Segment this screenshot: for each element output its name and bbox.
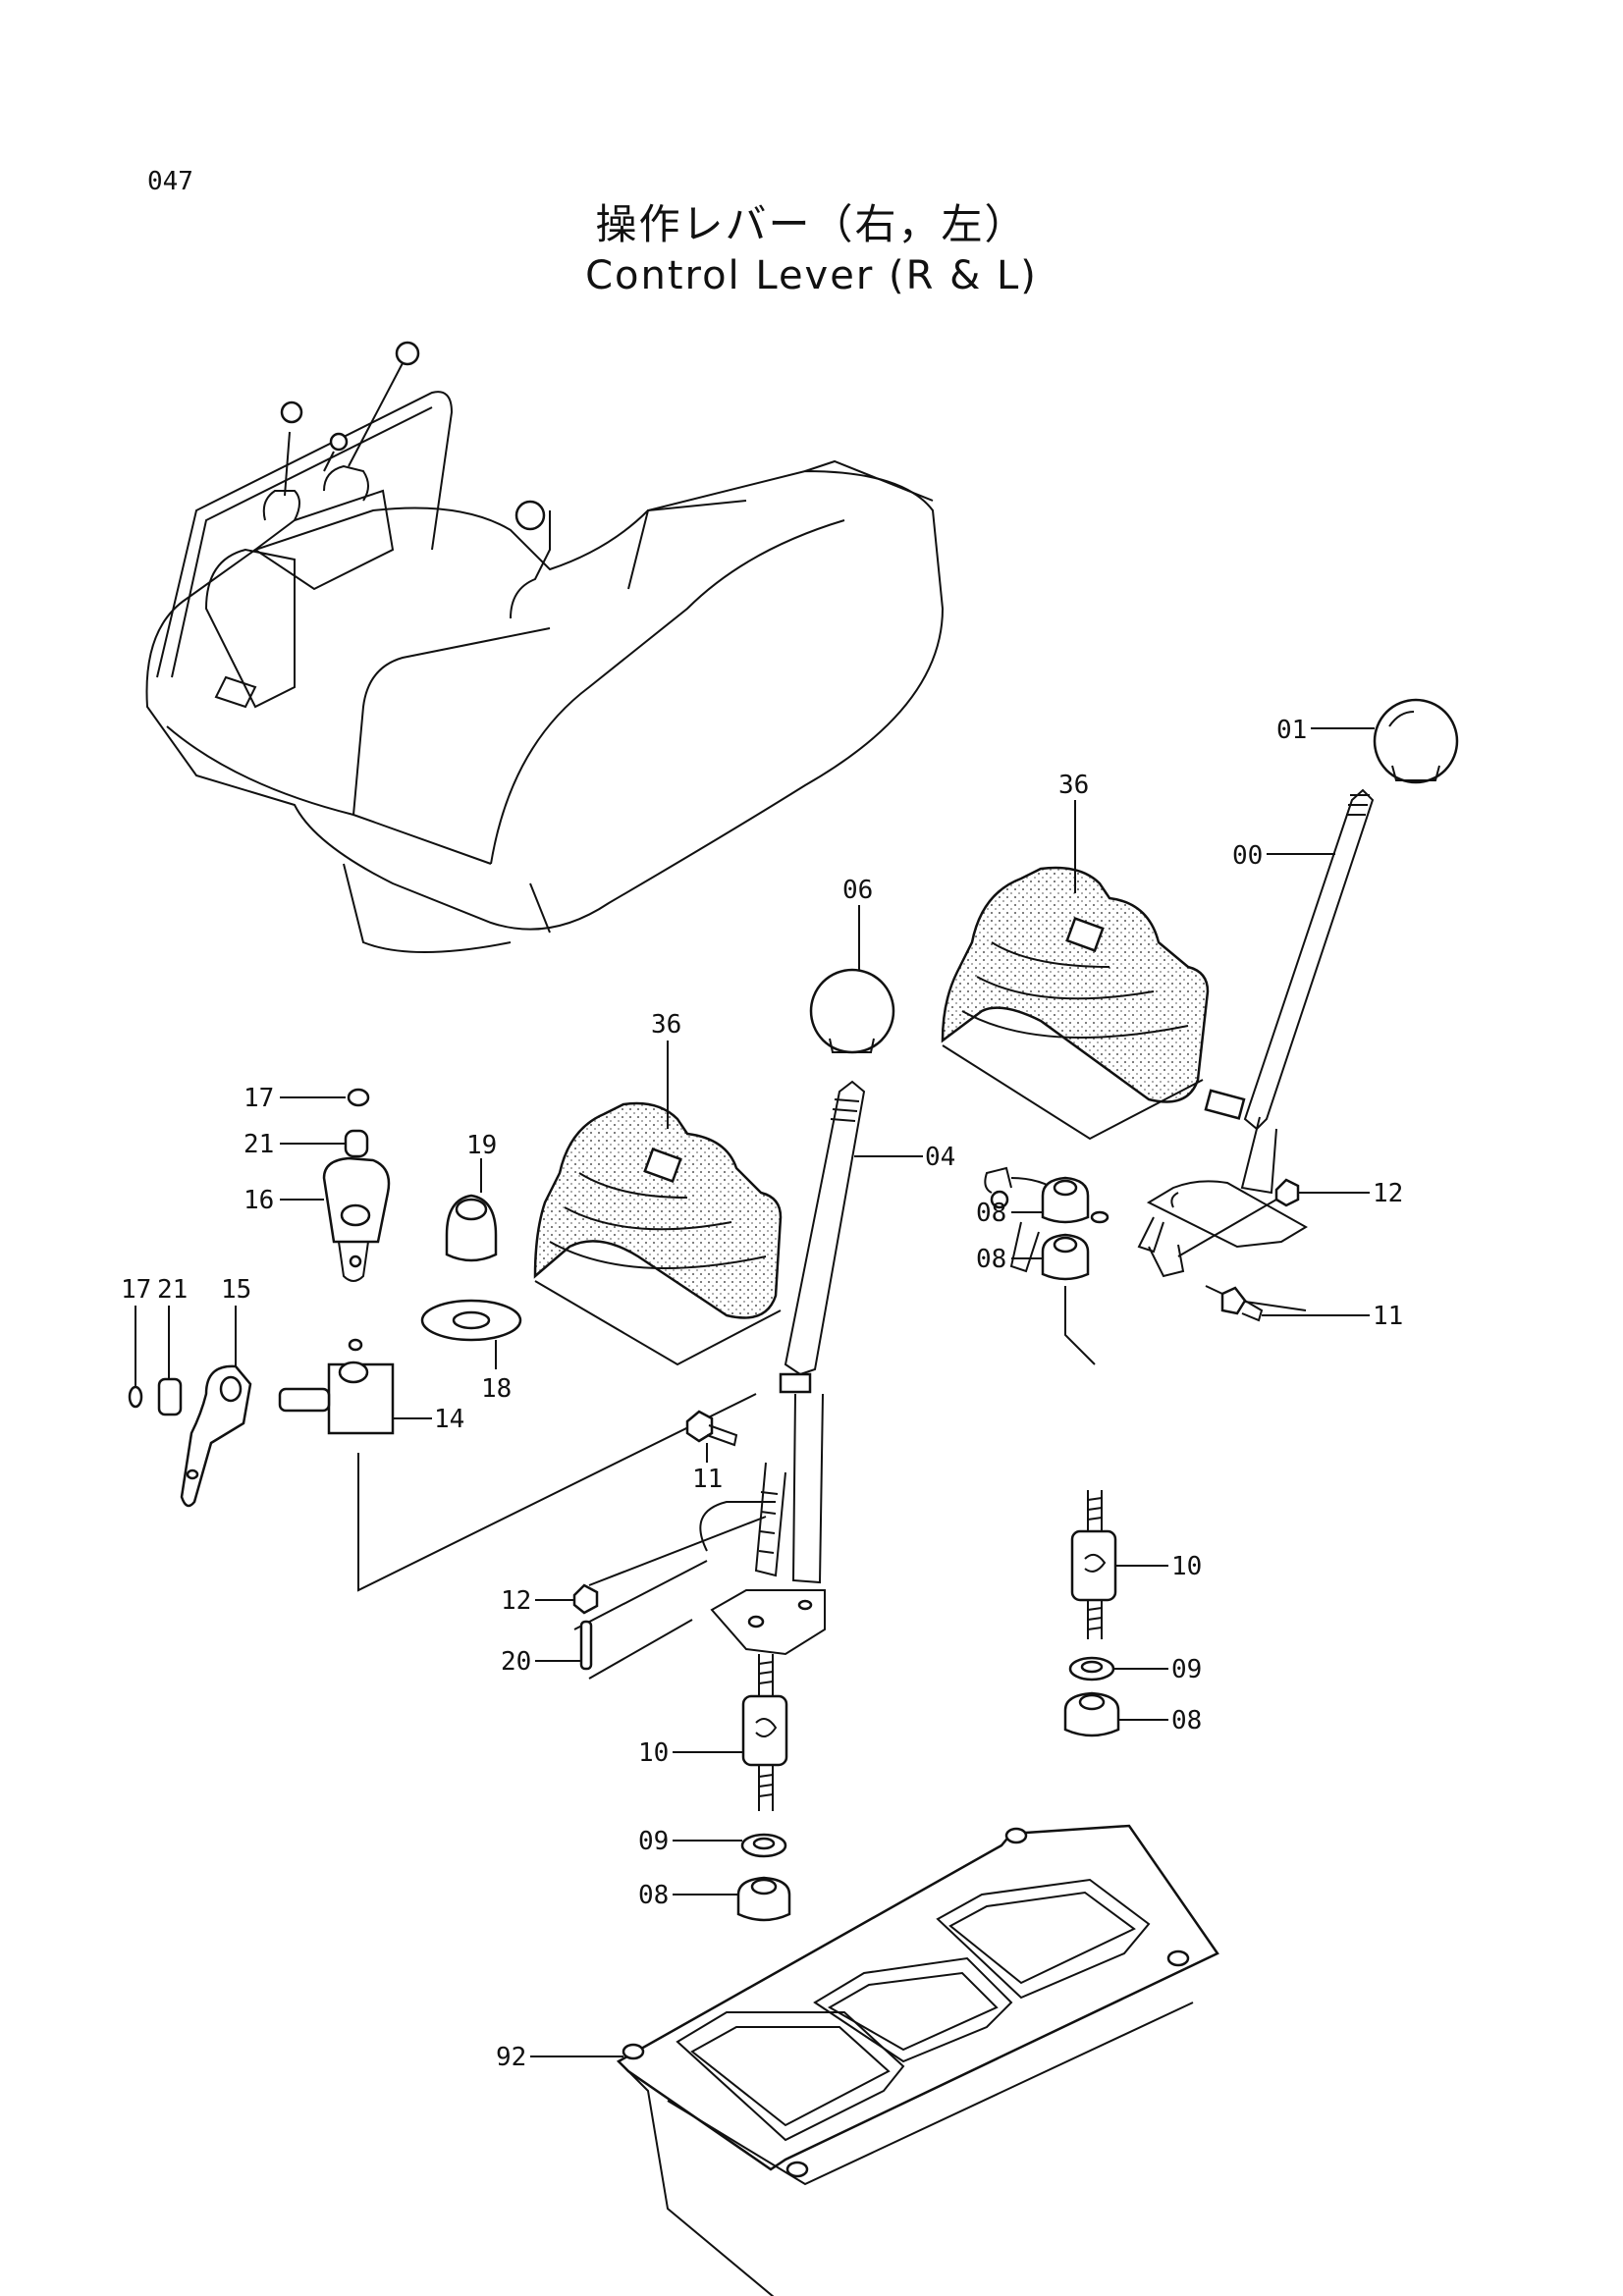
page-number: 047 xyxy=(147,167,193,196)
cover-plate-92 xyxy=(616,1824,1219,2296)
callout-19: 19 xyxy=(466,1131,497,1160)
callout-15: 15 xyxy=(221,1275,251,1305)
callout-11-left: 11 xyxy=(692,1465,723,1494)
callout-10-right: 10 xyxy=(1171,1552,1202,1581)
parts-left-cluster xyxy=(128,1088,757,1630)
callout-08-right: 08 xyxy=(1171,1706,1202,1735)
callout-09-right: 09 xyxy=(1171,1655,1202,1684)
nut-08-right xyxy=(1063,1691,1120,1737)
callout-36-right: 36 xyxy=(1058,771,1089,800)
callout-labels: 01 00 36 06 36 04 17 21 19 16 17 21 15 1… xyxy=(121,716,1403,2072)
parts-left-lower xyxy=(572,1410,767,1680)
knob-01 xyxy=(1373,698,1459,784)
callout-08-upper2: 08 xyxy=(976,1245,1006,1274)
callout-36-left: 36 xyxy=(651,1010,681,1040)
washer-09-right xyxy=(1068,1656,1115,1682)
joint-10-left xyxy=(741,1654,788,1811)
callout-92: 92 xyxy=(496,2043,526,2072)
parts-right-cluster xyxy=(1041,1176,1307,1365)
joint-10-right xyxy=(1070,1490,1117,1639)
callout-09-left: 09 xyxy=(638,1827,669,1856)
callout-12-right: 12 xyxy=(1373,1179,1403,1208)
nut-08-left xyxy=(736,1876,791,1922)
callout-14: 14 xyxy=(434,1405,464,1434)
lever-04 xyxy=(699,1080,866,1656)
lever-00 xyxy=(984,788,1375,1278)
washer-09-left xyxy=(740,1833,787,1858)
boot-36-right xyxy=(941,866,1210,1141)
callout-10-left: 10 xyxy=(638,1738,669,1768)
callout-08-upper1: 08 xyxy=(976,1199,1006,1228)
knob-06 xyxy=(809,968,895,1054)
callout-08-left: 08 xyxy=(638,1881,669,1910)
callout-11-right: 11 xyxy=(1373,1302,1403,1331)
callout-18: 18 xyxy=(481,1374,512,1404)
machine-overview xyxy=(145,341,945,953)
callout-01: 01 xyxy=(1276,716,1307,745)
callout-04: 04 xyxy=(925,1143,955,1172)
callout-17-top: 17 xyxy=(243,1084,274,1113)
callout-00: 00 xyxy=(1232,841,1263,871)
callout-16: 16 xyxy=(243,1186,274,1215)
boot-36-left xyxy=(533,1101,783,1366)
callout-20: 20 xyxy=(501,1647,531,1677)
callout-21-left: 21 xyxy=(157,1275,188,1305)
title-japanese: 操作レバー（右，左） xyxy=(595,200,1028,248)
callout-21-top: 21 xyxy=(243,1130,274,1159)
callout-17-left: 17 xyxy=(121,1275,151,1305)
callout-12-left: 12 xyxy=(501,1586,531,1616)
callout-06: 06 xyxy=(842,876,873,905)
leader-lines xyxy=(135,727,1375,2057)
title-english: Control Lever (R & L) xyxy=(585,253,1038,298)
